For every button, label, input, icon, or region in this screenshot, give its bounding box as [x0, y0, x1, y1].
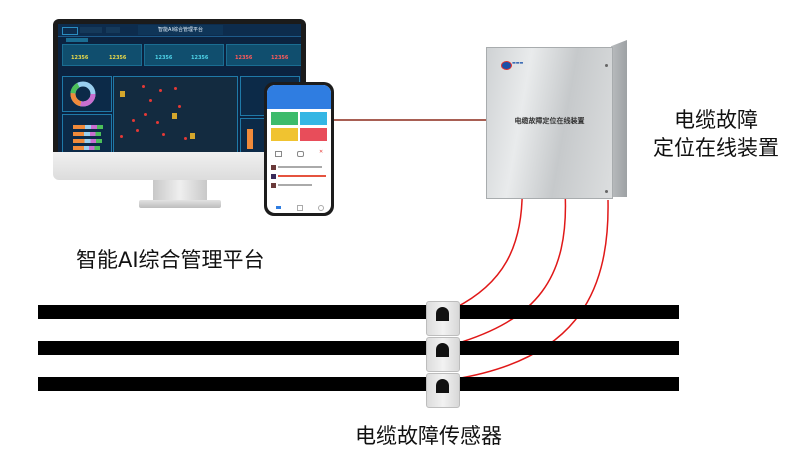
sensor-wire-1 — [454, 179, 523, 309]
bar — [247, 129, 253, 149]
monitor: 智能AI综合管理平台 12356 12356 12356 12356 12356… — [53, 19, 306, 214]
fault-map[interactable] — [113, 76, 238, 154]
dashboard-title: 智能AI综合管理平台 — [138, 25, 223, 35]
nav-user-icon[interactable] — [318, 205, 324, 211]
dashboard-tab-home[interactable] — [62, 27, 78, 35]
dashboard-screen: 智能AI综合管理平台 12356 12356 12356 12356 12356… — [58, 24, 301, 154]
station-marker[interactable] — [190, 133, 195, 139]
fault-marker[interactable] — [184, 137, 187, 140]
nav-home-icon[interactable] — [276, 206, 281, 209]
fault-marker[interactable] — [142, 85, 145, 88]
mobile-tile-3[interactable] — [271, 128, 298, 141]
donut-chart — [70, 81, 96, 107]
sensor-aperture — [436, 343, 449, 357]
monitor-icon[interactable] — [275, 151, 282, 157]
dashboard-tab-3[interactable] — [106, 27, 120, 33]
current-sensor-2 — [426, 337, 460, 372]
kpi-value: 12356 — [71, 55, 89, 61]
fault-marker[interactable] — [120, 135, 123, 138]
fault-marker[interactable] — [149, 99, 152, 102]
nav-doc-icon[interactable] — [297, 205, 303, 211]
device-side-panel — [611, 40, 627, 197]
bar — [73, 139, 102, 143]
screw-icon — [605, 190, 608, 193]
kpi-value: 12356 — [109, 55, 127, 61]
brand-logo-text: ▬▬▬ — [512, 60, 524, 65]
fault-marker[interactable] — [159, 89, 162, 92]
bar-chart-panel — [62, 114, 112, 154]
kpi-value: 12356 — [235, 55, 253, 61]
fault-marker[interactable] — [144, 113, 147, 116]
bar — [73, 146, 100, 150]
fault-locator-device: ▬▬▬ 电缆故障定位在线装置 — [486, 40, 631, 199]
kpi-card-group-3: 12356 12356 — [226, 44, 301, 66]
kpi-card-group-2: 12356 12356 — [144, 44, 224, 66]
list-item-icon — [271, 165, 276, 170]
list-item-icon — [271, 174, 276, 179]
paperclip-icon[interactable] — [297, 151, 304, 157]
device-panel-label: 电缆故障定位在线装置 — [514, 117, 585, 125]
bar — [73, 132, 101, 136]
list-item[interactable] — [278, 184, 312, 186]
screw-icon — [605, 64, 608, 67]
fault-marker[interactable] — [132, 119, 135, 122]
device-caption: 电缆故障 定位在线装置 — [636, 106, 796, 162]
power-cable-1 — [38, 305, 679, 319]
fault-marker[interactable] — [178, 105, 181, 108]
mobile-app-header — [267, 85, 331, 109]
fault-marker[interactable] — [156, 121, 159, 124]
fault-marker[interactable] — [162, 133, 165, 136]
bar — [73, 125, 103, 129]
kpi-value: 12356 — [271, 55, 289, 61]
sensor-aperture — [436, 307, 449, 321]
sensor-wire-3 — [454, 199, 609, 380]
donut-chart-panel — [62, 76, 112, 112]
close-icon[interactable]: ✕ — [319, 149, 324, 155]
mobile-tile-2[interactable] — [300, 112, 327, 125]
list-item[interactable] — [278, 166, 322, 168]
monitor-stand — [153, 180, 207, 202]
monitor-base — [139, 200, 221, 208]
device-caption-line2: 定位在线装置 — [653, 136, 779, 160]
device-caption-line1: 电缆故障 — [674, 108, 758, 132]
sensor-caption: 电缆故障传感器 — [355, 424, 502, 448]
current-sensor-1 — [426, 301, 460, 336]
dashboard-filter-chip[interactable] — [66, 38, 88, 42]
station-marker[interactable] — [172, 113, 177, 119]
mobile-app-screen: ✕ — [267, 85, 331, 213]
monitor-chin — [53, 152, 306, 180]
sensor-aperture — [436, 379, 449, 393]
power-cable-2 — [38, 341, 679, 355]
list-item-alert[interactable] — [278, 175, 326, 177]
mobile-tile-1[interactable] — [271, 112, 298, 125]
brand-logo-icon — [501, 61, 512, 70]
power-cable-3 — [38, 377, 679, 391]
kpi-value: 12356 — [155, 55, 173, 61]
current-sensor-3 — [426, 373, 460, 408]
kpi-card-group-1: 12356 12356 — [62, 44, 142, 66]
sensor-wire-2 — [454, 189, 567, 345]
fault-marker[interactable] — [136, 129, 139, 132]
list-item-icon — [271, 183, 276, 188]
device-front-panel: ▬▬▬ 电缆故障定位在线装置 — [486, 47, 613, 199]
kpi-value: 12356 — [191, 55, 209, 61]
dashboard-tab-2[interactable] — [80, 27, 102, 33]
mobile-tile-4[interactable] — [300, 128, 327, 141]
platform-caption: 智能AI综合管理平台 — [76, 248, 265, 272]
station-marker[interactable] — [120, 91, 125, 97]
fault-marker[interactable] — [174, 87, 177, 90]
mobile-phone: ✕ — [264, 82, 334, 216]
